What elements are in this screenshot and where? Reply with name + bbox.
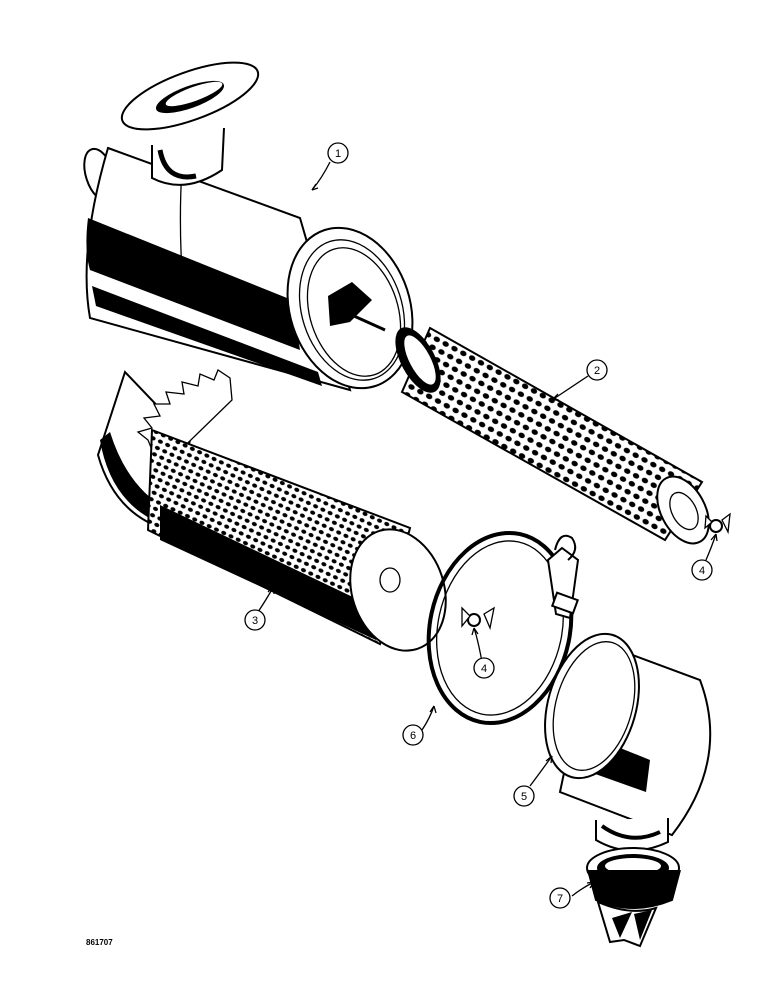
svg-text:6: 6 (410, 730, 416, 742)
callout-6: 6 (402, 724, 424, 746)
svg-text:7: 7 (557, 893, 563, 905)
leader-3 (257, 585, 275, 613)
leader-4a (705, 533, 717, 561)
primary-filter-element (96, 369, 447, 652)
svg-text:2: 2 (594, 365, 600, 377)
leader-lines (257, 161, 718, 897)
callout-2: 2 (586, 359, 608, 381)
wing-nut-lower (461, 606, 495, 631)
leader-2 (551, 375, 589, 401)
svg-text:5: 5 (521, 791, 527, 803)
callout-1: 1 (327, 142, 349, 164)
inner-filter-element (395, 326, 710, 545)
callout-4-lower: 4 (473, 657, 495, 679)
callout-3: 3 (244, 609, 266, 631)
air-cleaner-body (83, 61, 414, 392)
reference-number: 861707 (86, 938, 113, 947)
callout-5: 5 (513, 785, 535, 807)
leader-7 (571, 881, 595, 897)
svg-text:4: 4 (481, 663, 487, 675)
clamp-band (426, 530, 580, 726)
svg-text:4: 4 (699, 565, 705, 577)
callout-4-upper: 4 (691, 559, 713, 581)
cover (544, 632, 712, 852)
callout-7: 7 (549, 887, 571, 909)
dust-unloader-valve (586, 847, 681, 948)
svg-text:1: 1 (335, 148, 341, 160)
leader-5 (529, 755, 553, 787)
wing-nut-upper (704, 512, 731, 535)
svg-text:3: 3 (252, 615, 258, 627)
